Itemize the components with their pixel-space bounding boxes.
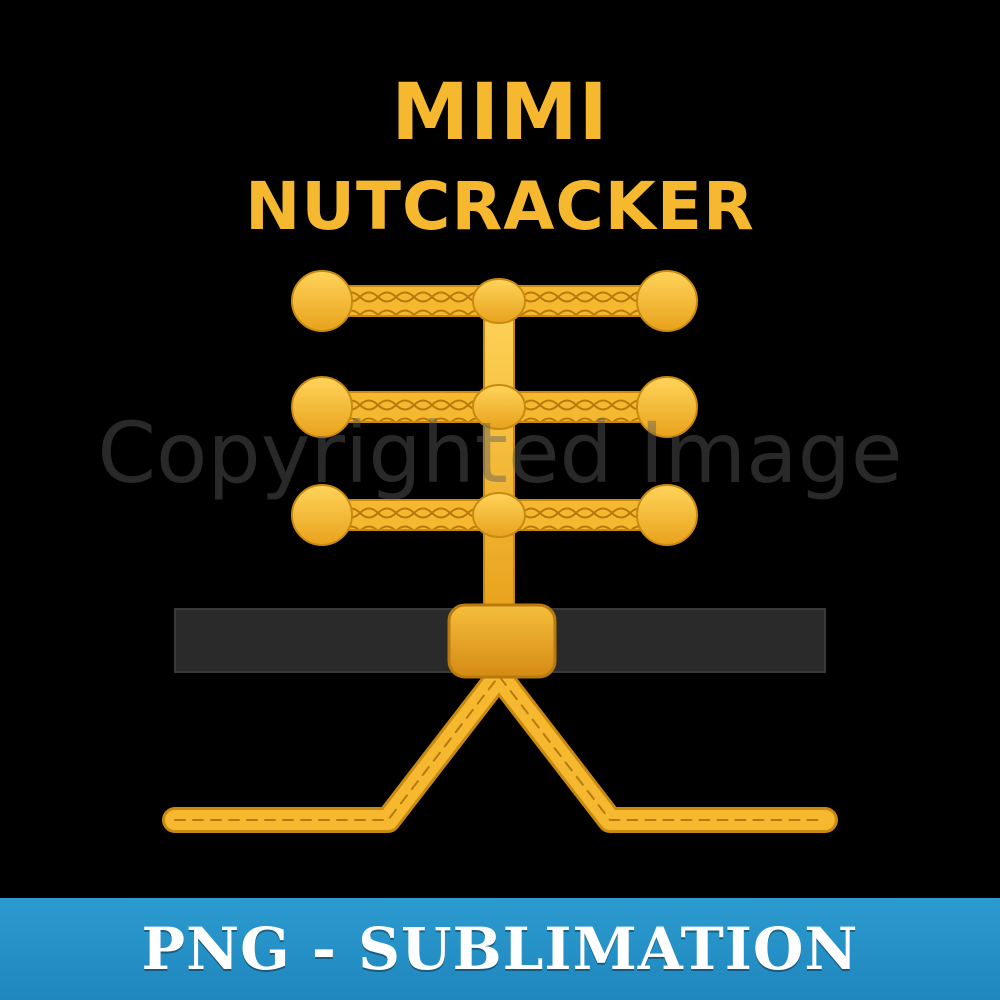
button-right [636, 270, 698, 332]
belt-buckle [447, 603, 557, 679]
banner: PNG - SUBLIMATION [0, 898, 1000, 1000]
braid-frog-row-1 [291, 270, 698, 332]
braid-frog-row-3 [291, 484, 698, 546]
title-line-nutcracker: NUTCRACKER [245, 168, 755, 245]
watermark: Copyrighted Image [97, 404, 903, 502]
nutcracker-uniform-art [162, 270, 838, 833]
gold-cord [162, 663, 838, 833]
button-left [291, 270, 353, 332]
button-right [636, 376, 698, 438]
button-left [291, 376, 353, 438]
banner-text: PNG - SUBLIMATION [141, 915, 859, 983]
braid-frog-row-2 [291, 376, 698, 438]
button-right [636, 484, 698, 546]
button-left [291, 484, 353, 546]
title-line-mimi: MIMI [391, 68, 609, 158]
